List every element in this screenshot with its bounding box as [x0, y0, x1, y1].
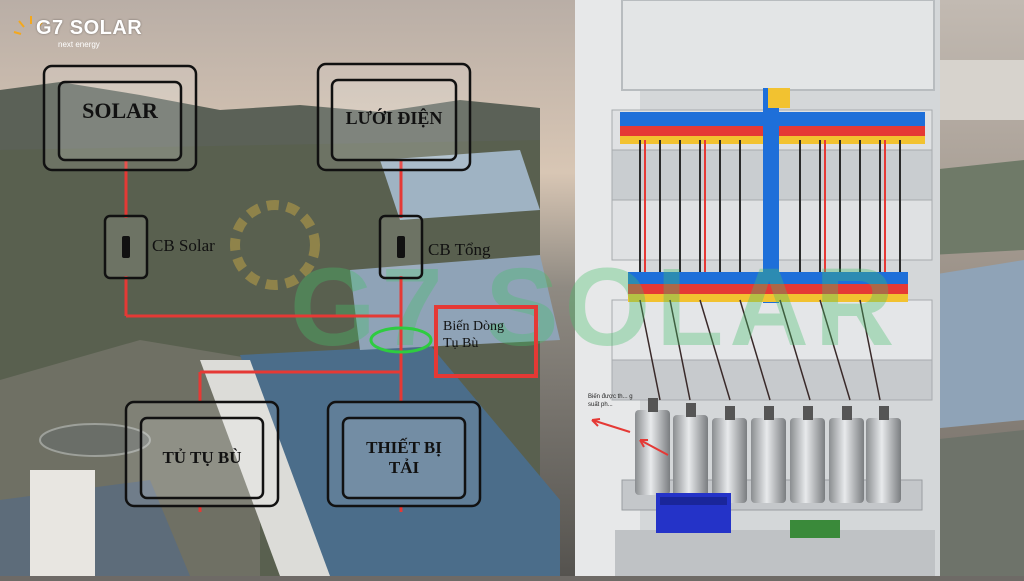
watermark: G7 SOLAR	[230, 200, 900, 369]
grid-label: LƯỚI ĐIỆN	[345, 107, 443, 128]
watermark-text: G7 SOLAR	[290, 246, 900, 369]
capacitor-label: TỦ TỤ BÙ	[162, 448, 242, 467]
grid-box-inner	[330, 78, 458, 162]
cabinet-photo	[575, 0, 940, 576]
capacitor-box-outer	[124, 400, 280, 508]
load-label: THIẾT BỊ TẢI	[343, 418, 465, 498]
load-label-line1: THIẾT BỊ	[366, 438, 442, 457]
load-box-outer	[326, 400, 482, 508]
capacitor-box-inner	[139, 416, 265, 500]
photo-note: Biến được th... g suất ph...	[588, 394, 633, 408]
ct-label-line1: Biến Dòng	[443, 319, 505, 334]
brand-tagline: next energy	[58, 40, 100, 49]
brand-name: G7 SOLAR	[36, 17, 143, 39]
cb-main-label: CB Tổng	[428, 240, 491, 259]
solar-box-outer	[42, 64, 198, 172]
ct-label: Biến Dòng Tụ Bù	[443, 318, 504, 352]
load-box-inner	[341, 416, 467, 500]
cb-solar-handle-icon	[122, 236, 130, 258]
current-transformer-ring	[369, 326, 433, 354]
ct-highlight-box	[434, 305, 538, 378]
cb-solar-label: CB Solar	[152, 236, 215, 255]
ct-label-line2: Tụ Bù	[443, 336, 479, 351]
solar-box-inner	[57, 80, 183, 162]
load-label-line2: TẢI	[388, 458, 420, 477]
grid-box-outer	[316, 62, 472, 172]
logo-sun-icon	[13, 16, 44, 35]
cb-main-handle-icon	[397, 236, 405, 258]
solar-label: SOLAR	[82, 98, 158, 123]
